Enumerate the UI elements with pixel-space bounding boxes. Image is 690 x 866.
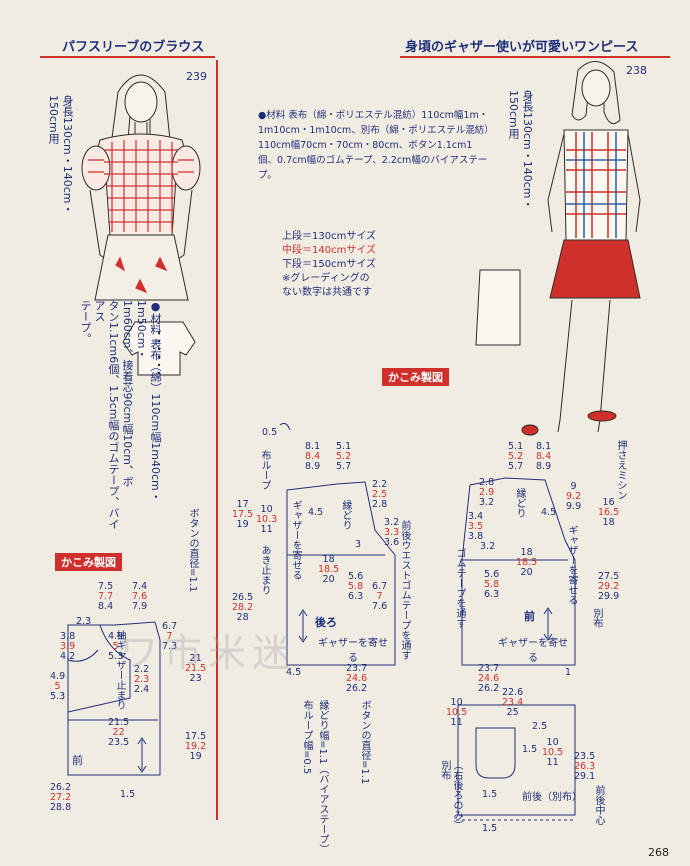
back-elastic-label: 前後ウエストゴムテープを通す (399, 520, 410, 660)
front-gather-label: ギャザーを寄せる (498, 638, 568, 664)
back-gather-side-label: ギャザーを寄せる (290, 500, 301, 580)
front-binding-label: 縁どり (514, 488, 525, 518)
left-button-diameter: ボタンの直径=1.1 (187, 508, 198, 593)
front-elastic-label: ゴムテープを通す (454, 548, 465, 628)
watermark: ワ市米迷 (120, 631, 297, 675)
dim-back-small2: 4.5 (308, 507, 324, 518)
dim-front-small3: 1 (565, 667, 572, 678)
column-divider (216, 60, 218, 820)
left-diagram-badge: かこみ製図 (55, 553, 122, 571)
left-materials: ●材料 表布（綿）110cm幅1m40cm・1m50cm・1m60cm、接着芯9… (79, 300, 162, 530)
dim-front-small2: 4.5 (541, 507, 557, 518)
front-gather-side-label: ギャザーを寄せる (566, 525, 577, 605)
dim-pocket-s1: 2.5 (532, 721, 548, 732)
left-sleeve-gather-label: 袖ギャザー止まり (114, 630, 125, 710)
right-sizes: 身長130cm・140cm・150cm用 (507, 90, 534, 210)
pocket-fabric-label: 別布 (439, 760, 450, 780)
blouse-plaid (88, 140, 194, 294)
dim-back-small4: 3 (355, 539, 362, 550)
dim-left-l: 2.3 (76, 616, 92, 627)
dim-back-small1: 0.5 (262, 427, 278, 438)
left-title-rule (40, 56, 215, 58)
right-title: 身頃のギャザー使いが可愛いワンピース (405, 40, 639, 55)
front-fabric-label: 別布 (591, 608, 602, 628)
left-title: パフスリーブのブラウス (62, 40, 205, 55)
pocket-front-back-label: 前後（別布） (522, 792, 582, 803)
page-number: 268 (648, 846, 669, 859)
left-model-number: 239 (186, 70, 207, 83)
right-title-rule (400, 56, 670, 58)
back-gather-label: ギャザーを寄せる (318, 638, 388, 664)
right-materials: ●材料 表布（綿・ポリエステル混紡）110cm幅1m・1m10cm・1m10cm… (258, 110, 489, 181)
pocket-center-label: 前後中心 (593, 785, 604, 825)
dim-back-small3: 4.5 (286, 667, 302, 678)
front-label: 前 (524, 610, 535, 623)
dim-pocket-s3: 1.5 (482, 789, 498, 800)
right-diagram-badge: かこみ製図 (382, 368, 449, 386)
pocket-loop-note: 布ループ幅=0.5 (301, 700, 312, 775)
pocket-right-back-label: （右後ろのみ） (451, 760, 462, 830)
dress-skirt (521, 239, 641, 436)
back-loop-label: 布ループ (259, 450, 270, 490)
left-sizes: 身長130cm・140cm・150cm用 (47, 95, 74, 215)
dress-illustration (475, 61, 641, 433)
dim-left-m: 1.5 (120, 789, 136, 800)
back-opening-label: あき止まり (259, 545, 270, 595)
right-model-number: 238 (626, 64, 647, 77)
left-front-label: 前 (72, 754, 83, 767)
dim-pocket-s2: 1.5 (522, 744, 538, 755)
back-binding-label: 縁どり (340, 500, 351, 530)
pocket-button-note: ボタンの直径=1.1 (359, 700, 370, 785)
front-press-label: 押さえミシン (615, 440, 626, 500)
back-label: 後ろ (315, 616, 337, 629)
dress-plaid (566, 132, 626, 238)
size-legend: 上段＝130cmサイズ 中段＝140cmサイズ 下段＝150cmサイズ ※グレー… (282, 231, 377, 298)
dim-front-small1: 3.2 (480, 541, 496, 552)
dim-pocket-s4: 1.5 (482, 823, 498, 834)
pocket-binding-note: 縁どり幅=1.1（バイアステープ） (317, 700, 328, 855)
